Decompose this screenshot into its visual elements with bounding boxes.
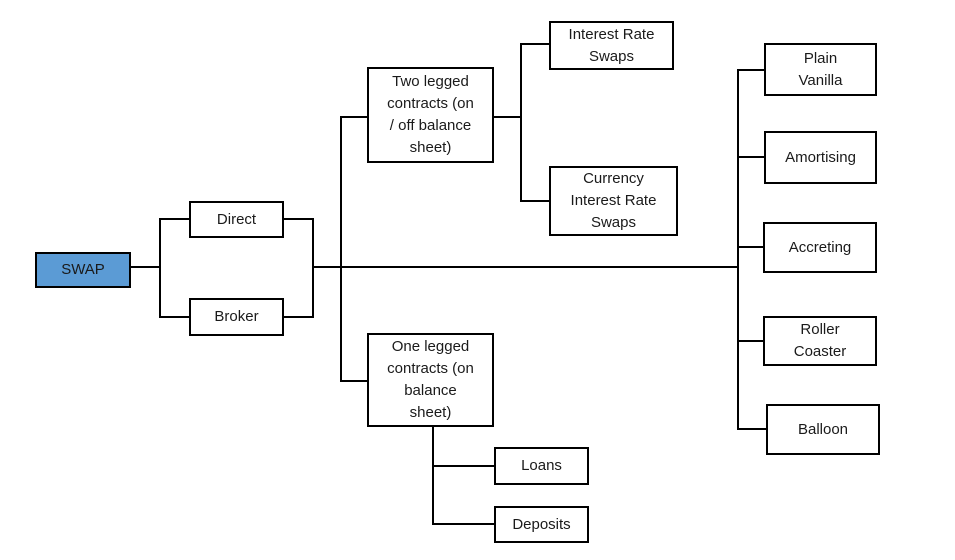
node-loans-label: Loans (521, 457, 562, 474)
connector-swap-to-left-rail (131, 266, 161, 268)
node-plain-vanilla-label: Plain Vanilla (798, 49, 843, 89)
node-two-legged-contracts-label: Two legged contracts (on / off balance s… (387, 73, 474, 156)
connector-balloon-in (737, 428, 767, 430)
connector-two-legged-out (493, 116, 521, 118)
connector-amortising-in (737, 156, 765, 158)
node-loans: Loans (494, 447, 589, 485)
connector-interest-rate-swaps-in (520, 43, 550, 45)
connector-mid-rail (312, 218, 314, 318)
connector-right-rail (737, 69, 739, 430)
node-roller-coaster-label: Roller Coaster (793, 321, 847, 360)
node-swap-label: SWAP (61, 261, 105, 278)
connector-accreting-in (737, 246, 764, 248)
connector-roller-coaster-in (737, 340, 764, 342)
node-roller-coaster: Roller Coaster (763, 316, 877, 366)
connector-broker-out (283, 316, 313, 318)
node-swap: SWAP (35, 252, 131, 288)
connector-trunk-rail (340, 116, 342, 382)
node-amortising: Amortising (764, 131, 877, 184)
connector-broker-in (160, 316, 190, 318)
node-direct: Direct (189, 201, 284, 238)
node-interest-rate-swaps: Interest Rate Swaps (549, 21, 674, 70)
connector-currency-swaps-in (520, 200, 550, 202)
connector-one-legged-down (432, 426, 434, 525)
node-interest-rate-swaps-label: Interest Rate Swaps (568, 25, 655, 65)
node-currency-interest-rate-swaps-label: Currency Interest Rate Swaps (570, 170, 657, 231)
node-accreting-label: Accreting (788, 238, 852, 256)
node-one-legged-contracts: One legged contracts (on balance sheet) (367, 333, 494, 427)
connector-main-line (312, 266, 739, 268)
node-broker: Broker (189, 298, 284, 336)
connector-direct-out (283, 218, 313, 220)
connector-one-legged-in (340, 380, 368, 382)
connector-two-legged-in (340, 116, 368, 118)
node-plain-vanilla: Plain Vanilla (764, 43, 877, 96)
node-broker-label: Broker (214, 308, 259, 325)
connector-direct-in (160, 218, 190, 220)
node-accreting: Accreting (763, 222, 877, 273)
node-balloon-label: Balloon (797, 420, 849, 438)
node-currency-interest-rate-swaps: Currency Interest Rate Swaps (549, 166, 678, 236)
connector-left-rail (159, 218, 161, 318)
connector-plain-vanilla-in (737, 69, 765, 71)
node-one-legged-contracts-label: One legged contracts (on balance sheet) (387, 338, 474, 421)
node-deposits-label: Deposits (512, 515, 571, 533)
connector-loans-in (432, 465, 495, 467)
node-two-legged-contracts: Two legged contracts (on / off balance s… (367, 67, 494, 163)
connector-swaps-rail (520, 43, 522, 202)
node-balloon: Balloon (766, 404, 880, 455)
connector-deposits-in (432, 523, 495, 525)
node-deposits: Deposits (494, 506, 589, 543)
node-amortising-label: Amortising (785, 148, 856, 166)
node-direct-label: Direct (216, 210, 257, 228)
